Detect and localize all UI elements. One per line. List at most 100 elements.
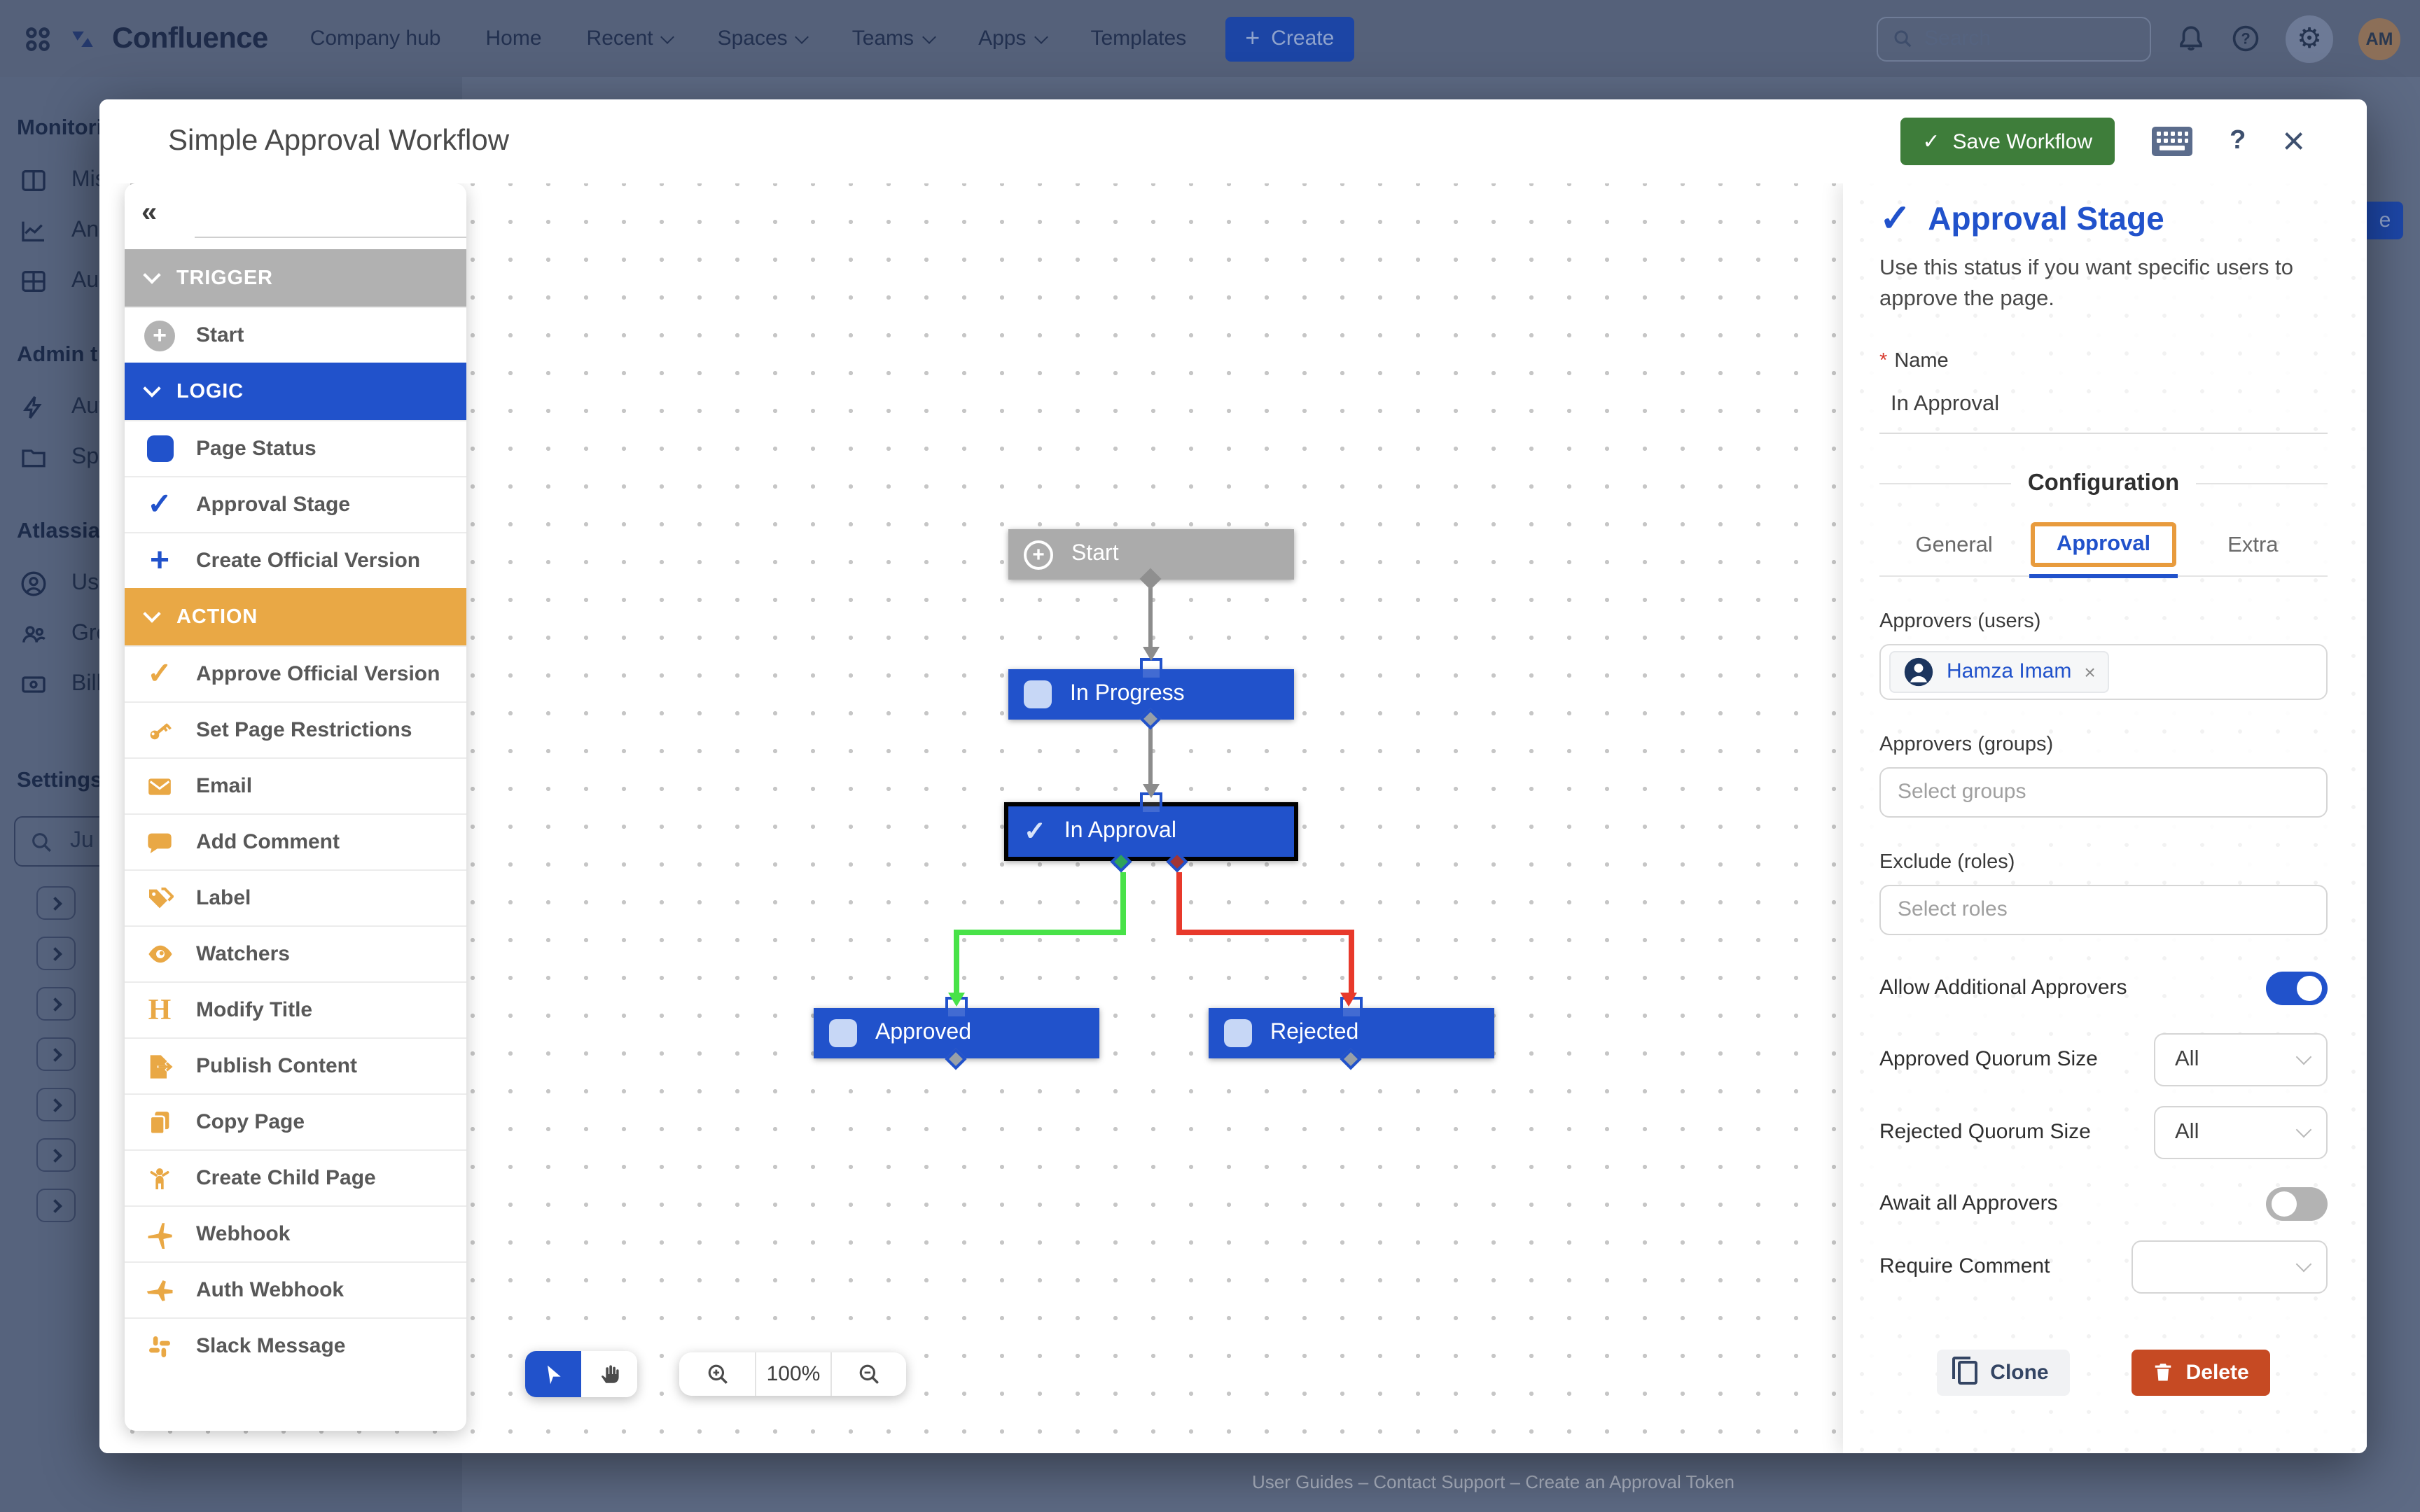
search-icon: [1894, 30, 1912, 48]
edge-reject-vertical: [1349, 930, 1354, 997]
chevron-right-icon[interactable]: [36, 937, 76, 970]
footer-links[interactable]: User Guides – Contact Support – Create a…: [1252, 1471, 1734, 1492]
palette-item-create-official-version[interactable]: + Create Official Version: [125, 532, 466, 588]
chevron-right-icon[interactable]: [36, 1138, 76, 1172]
chevron-right-icon[interactable]: [36, 886, 76, 920]
require-comment-select[interactable]: [2132, 1240, 2328, 1294]
avatar[interactable]: AM: [2358, 18, 2400, 59]
app-switcher-icon[interactable]: [22, 23, 53, 54]
delete-button[interactable]: Delete: [2131, 1349, 2270, 1396]
page-status-icon: [1024, 680, 1052, 708]
exclude-roles-field[interactable]: [1879, 884, 2328, 935]
nav-home[interactable]: Home: [485, 27, 542, 50]
slack-icon: [149, 1336, 170, 1357]
allow-additional-row: Allow Additional Approvers: [1879, 971, 2328, 1005]
tab-approval[interactable]: Approval: [2029, 522, 2178, 575]
edge-approve[interactable]: [1120, 872, 1126, 935]
palette-item-set-page-restrictions[interactable]: Set Page Restrictions: [125, 701, 466, 757]
palette-item-watchers[interactable]: Watchers: [125, 925, 466, 981]
chevron-down-icon: [143, 266, 161, 284]
palette-item-publish-content[interactable]: Publish Content: [125, 1037, 466, 1093]
palette-item-create-child-page[interactable]: Create Child Page: [125, 1149, 466, 1205]
save-workflow-button[interactable]: ✓ Save Workflow: [1900, 118, 2115, 165]
port-in-icon[interactable]: [1140, 658, 1162, 680]
approved-quorum-select[interactable]: All: [2154, 1032, 2328, 1086]
approvers-groups-label: Approvers (groups): [1879, 733, 2054, 756]
palette-item-webhook[interactable]: Webhook: [125, 1205, 466, 1261]
palette-item-page-status[interactable]: Page Status: [125, 420, 466, 476]
node-label: In Approval: [1064, 819, 1176, 843]
key-icon: [150, 722, 172, 739]
zoom-out-button[interactable]: [830, 1352, 906, 1396]
chevron-right-icon[interactable]: [36, 1088, 76, 1121]
palette-section-logic[interactable]: LOGIC: [125, 363, 466, 420]
approvers-groups-field[interactable]: [1879, 766, 2328, 818]
palette-item-email[interactable]: Email: [125, 757, 466, 813]
approver-chip[interactable]: Hamza Imam ×: [1889, 650, 2110, 693]
palette-item-label[interactable]: Label: [125, 869, 466, 925]
plus-icon: +: [1245, 24, 1260, 52]
tag-icon: [149, 886, 174, 908]
await-all-toggle[interactable]: [2266, 1186, 2328, 1221]
search-input[interactable]: Search: [1877, 16, 2151, 61]
approved-quorum-row: Approved Quorum Size All: [1879, 1032, 2328, 1086]
select-tool-button[interactable]: [525, 1351, 581, 1397]
chevron-right-icon[interactable]: [36, 1189, 76, 1222]
edge-inprogress-inapproval[interactable]: [1148, 728, 1153, 792]
nav-company-hub[interactable]: Company hub: [310, 27, 441, 50]
edge-reject[interactable]: [1176, 872, 1182, 935]
palette-item-modify-title[interactable]: H Modify Title: [125, 981, 466, 1037]
edge-start-inprogress[interactable]: [1148, 582, 1153, 655]
envelope-icon: [148, 778, 171, 794]
palette-item-approve-official-version[interactable]: ✓ Approve Official Version: [125, 645, 466, 701]
name-field[interactable]: [1879, 383, 2328, 434]
palette-item-add-comment[interactable]: Add Comment: [125, 813, 466, 869]
nav-spaces[interactable]: Spaces: [718, 27, 809, 50]
palette-section-action[interactable]: ACTION: [125, 588, 466, 645]
zoom-out-icon: [859, 1364, 879, 1384]
pan-tool-button[interactable]: [581, 1351, 637, 1397]
node-label: In Progress: [1070, 682, 1185, 706]
settings-gear-button[interactable]: ⚙: [2286, 15, 2333, 62]
user-icon: [21, 571, 46, 596]
approved-quorum-label: Approved Quorum Size: [1879, 1047, 2098, 1072]
zoom-in-button[interactable]: [679, 1352, 755, 1396]
inspector-description: Use this status if you want specific use…: [1879, 256, 2293, 312]
chevron-down-icon: [143, 605, 161, 623]
users-group-icon: [22, 626, 46, 643]
palette-item-copy-page[interactable]: Copy Page: [125, 1093, 466, 1149]
nav-teams[interactable]: Teams: [852, 27, 936, 50]
clone-button[interactable]: Clone: [1937, 1349, 2070, 1396]
palette-item-slack-message[interactable]: Slack Message: [125, 1317, 466, 1373]
palette-section-trigger[interactable]: TRIGGER: [125, 249, 466, 307]
chevron-right-icon[interactable]: [36, 1037, 76, 1071]
tab-extra[interactable]: Extra: [2227, 533, 2279, 557]
nav-menu: Company hub Home Recent Spaces Teams App…: [310, 27, 1187, 50]
rejected-quorum-row: Rejected Quorum Size All: [1879, 1105, 2328, 1159]
close-icon[interactable]: ×: [2282, 119, 2305, 162]
sidebar-section-monitoring: Monitori: [17, 116, 103, 140]
palette-search-input[interactable]: [195, 237, 466, 238]
keyboard-shortcuts-icon[interactable]: [2151, 126, 2193, 157]
zoom-in-icon: [707, 1364, 727, 1384]
palette-item-approval-stage[interactable]: ✓ Approval Stage: [125, 476, 466, 532]
nav-apps[interactable]: Apps: [978, 27, 1048, 50]
create-button[interactable]: + Create: [1225, 16, 1354, 61]
remove-approver-icon[interactable]: ×: [2084, 660, 2096, 683]
node-label: Start: [1071, 542, 1119, 566]
palette-item-start[interactable]: + Start: [125, 307, 466, 363]
rejected-quorum-select[interactable]: All: [2154, 1105, 2328, 1159]
chevron-right-icon[interactable]: [36, 987, 76, 1021]
notifications-bell-icon[interactable]: [2176, 24, 2206, 53]
palette-item-auth-webhook[interactable]: Auth Webhook: [125, 1261, 466, 1317]
workflow-editor-modal: + Start In Progress ✓ In Approval Approv…: [99, 99, 2367, 1453]
approvers-users-field[interactable]: Hamza Imam ×: [1879, 643, 2328, 700]
tab-general[interactable]: General: [1915, 533, 1993, 557]
nav-recent[interactable]: Recent: [587, 27, 675, 50]
help-button[interactable]: ?: [2230, 126, 2246, 155]
nav-templates[interactable]: Templates: [1090, 27, 1187, 50]
rejected-quorum-label: Rejected Quorum Size: [1879, 1120, 2091, 1144]
collapse-sidebar-button[interactable]: «: [141, 197, 158, 228]
allow-additional-toggle[interactable]: [2266, 971, 2328, 1005]
help-icon[interactable]: ?: [2231, 24, 2260, 53]
